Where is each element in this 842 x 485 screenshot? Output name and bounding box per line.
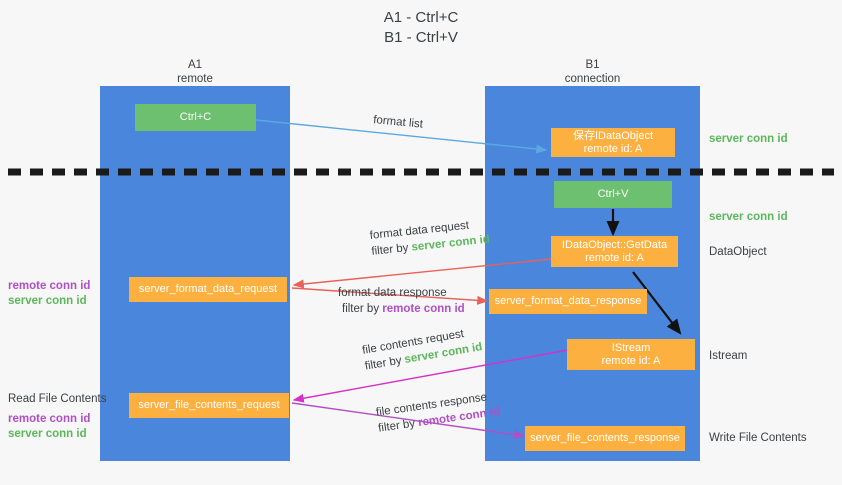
box-server-file-contents-request[interactable]: server_file_contents_request [129, 393, 289, 418]
edge-label-file-contents-response: file contents response filter by remote … [375, 388, 501, 437]
box-server-format-data-response-label: server_format_data_response [494, 295, 642, 307]
box-server-format-data-request[interactable]: server_format_data_request [129, 277, 287, 302]
box-ctrl-c-label: Ctrl+C [179, 111, 212, 123]
box-server-format-data-response[interactable]: server_format_data_response [489, 289, 647, 314]
edge-label-format-data-response-text: format data response [338, 287, 447, 299]
note-conn-id-stack-top: remote conn id server conn id [8, 279, 90, 309]
box-server-file-contents-request-label: server_file_contents_request [138, 399, 280, 411]
lane-b1-name: B1 [585, 59, 600, 71]
page-title: A1 - Ctrl+C B1 - Ctrl+V [0, 8, 842, 48]
filter-prefix-2: filter by [342, 303, 383, 315]
edge-label-file-contents-request: file contents request filter by server c… [361, 323, 484, 374]
note-remote-conn-id-1: remote conn id [8, 280, 91, 292]
note-dataobject: DataObject [709, 246, 767, 258]
title-line-1: A1 - Ctrl+C [383, 9, 459, 26]
box-idataobject-getdata-label: IDataObject::GetData remote id: A [561, 238, 668, 264]
box-istream[interactable]: IStream remote id: A [567, 339, 695, 370]
filter-value-2: remote conn id [382, 303, 465, 315]
box-server-format-data-request-label: server_format_data_request [138, 283, 278, 295]
filter-prefix-3: filter by [363, 354, 406, 373]
lane-a1-name: A1 [187, 59, 203, 71]
box-ctrl-v-label: Ctrl+V [597, 188, 629, 200]
box-idataobject-getdata[interactable]: IDataObject::GetData remote id: A [551, 236, 678, 267]
note-server-conn-id-left-2: server conn id [8, 428, 87, 440]
box-istream-label: IStream remote id: A [601, 341, 661, 367]
lane-header-b1: B1 connection [485, 58, 700, 86]
edge-label-format-data-request: format data request filter by server con… [369, 216, 491, 260]
lane-b1-role: connection [564, 73, 621, 85]
note-server-conn-id-second: server conn id [709, 211, 788, 223]
note-read-file-contents: Read File Contents [8, 393, 107, 405]
edge-label-format-list: format list [372, 112, 424, 133]
note-server-conn-id-left-1: server conn id [8, 295, 87, 307]
box-ctrl-v[interactable]: Ctrl+V [554, 181, 672, 208]
note-conn-id-stack-bottom: remote conn id server conn id [8, 412, 90, 442]
box-save-idataobject[interactable]: 保存IDataObject remote id: A [551, 128, 675, 157]
box-save-idataobject-label: 保存IDataObject remote id: A [572, 129, 654, 155]
note-remote-conn-id-2: remote conn id [8, 413, 91, 425]
box-server-file-contents-response[interactable]: server_file_contents_response [525, 426, 685, 451]
edge-label-format-data-response-filter: filter by remote conn id [338, 301, 465, 317]
lane-header-a1: A1 remote [100, 58, 290, 86]
filter-prefix-1: filter by [370, 241, 413, 258]
box-ctrl-c[interactable]: Ctrl+C [135, 104, 256, 131]
box-server-file-contents-response-label: server_file_contents_response [530, 432, 680, 444]
lane-a1-role: remote [177, 73, 213, 85]
title-line-2: B1 - Ctrl+V [384, 29, 458, 46]
filter-prefix-4: filter by [377, 417, 420, 435]
note-istream: Istream [709, 350, 748, 362]
note-write-file-contents: Write File Contents [709, 432, 807, 444]
note-server-conn-id-top: server conn id [709, 133, 788, 145]
edge-label-format-list-text: format list [372, 113, 424, 131]
edge-label-format-data-response: format data response filter by remote co… [338, 285, 465, 317]
